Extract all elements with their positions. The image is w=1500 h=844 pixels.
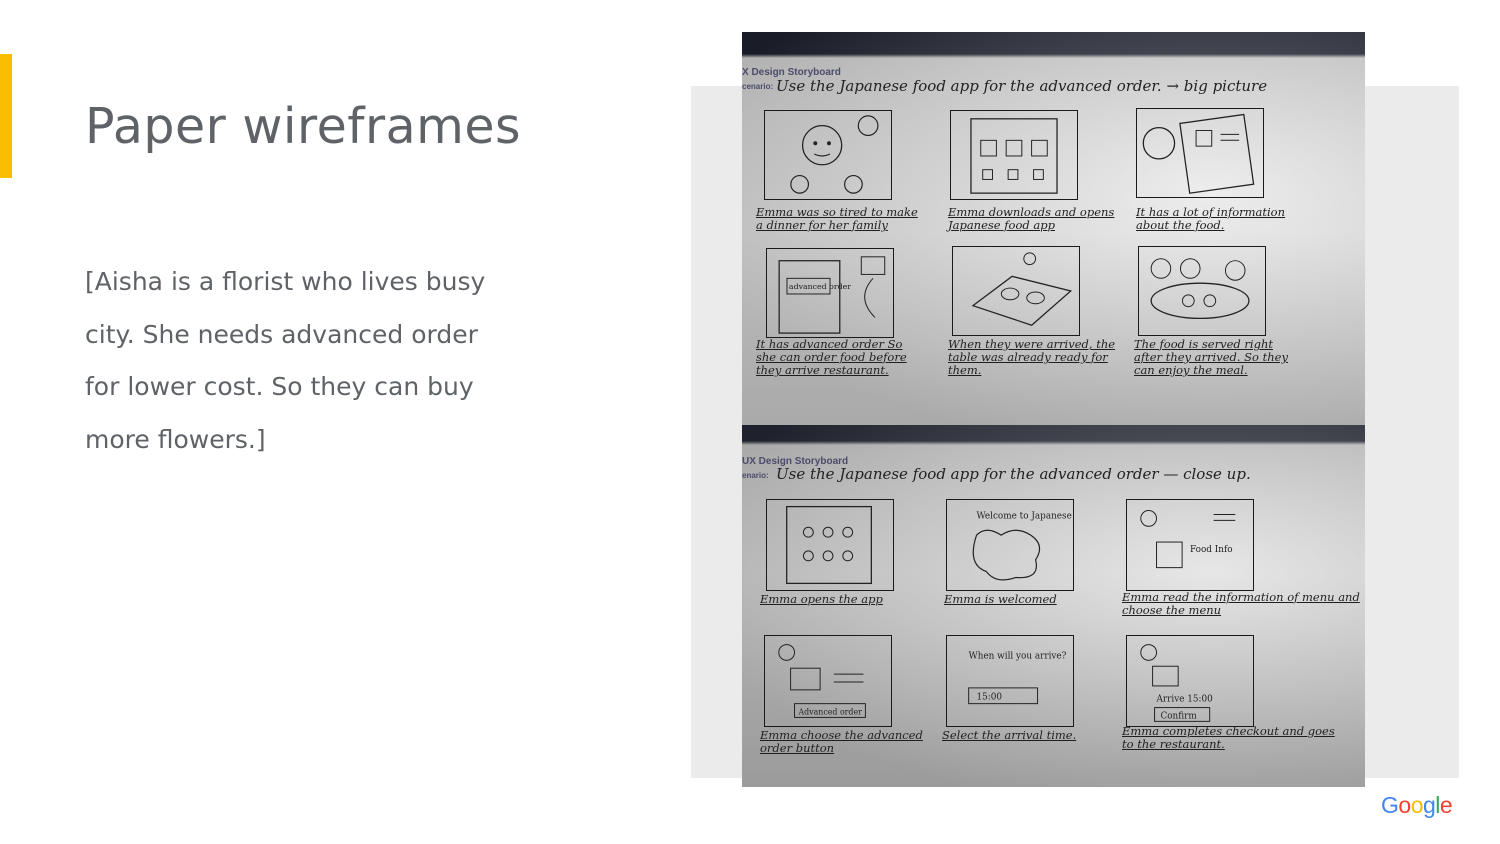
frame-note: Food Info	[1190, 545, 1233, 555]
scenario-text: Use the Japanese food app for the advanc…	[776, 77, 1268, 95]
sketch-frame-tired	[764, 110, 892, 200]
sketch-drawing: Advanced order	[778, 644, 866, 718]
logo-letter: o	[1398, 792, 1411, 818]
caption: Emma was so tired to make a dinner for h…	[756, 205, 918, 232]
caption: Emma is welcomed	[944, 592, 1057, 606]
sketch-drawing	[786, 505, 872, 585]
caption: The food is served right after they arri…	[1134, 337, 1288, 377]
frame-note: Arrive 15:00	[1156, 695, 1214, 705]
sketch-frame-order-button: Advanced order	[764, 635, 892, 727]
frame-note: Advanced order	[797, 707, 862, 716]
frame-note: 15:00	[977, 693, 1003, 703]
logo-letter: G	[1381, 792, 1399, 818]
storyboard-sheet-bottom: UX Design Storyboard enario: Use the Jap…	[742, 425, 1365, 787]
sketch-drawing: Welcome to Japanese Food	[972, 511, 1073, 581]
sketch-frame-advanced-order: advanced order	[766, 248, 894, 338]
sketch-drawing	[970, 118, 1058, 194]
sketch-drawing: advanced order	[778, 256, 886, 334]
frame-note: Welcome to Japanese Food	[977, 511, 1073, 521]
caption: Emma opens the app	[760, 592, 883, 606]
caption: Emma read the information of menu and ch…	[1122, 590, 1360, 617]
sketch-drawing	[1150, 258, 1250, 320]
storyboard-sheet-top: X Design Storyboard cenario: Use the Jap…	[742, 32, 1365, 425]
sketch-frame-confirm: Arrive 15:00 Confirm	[1126, 635, 1254, 727]
sketch-frame-welcome: Welcome to Japanese Food	[946, 499, 1074, 591]
sketch-frame-arrival-time: When will you arrive? 15:00	[946, 635, 1074, 727]
caption: It has a lot of information about the fo…	[1136, 205, 1286, 232]
storyboard-photo: X Design Storyboard cenario: Use the Jap…	[742, 32, 1365, 787]
caption: Emma completes checkout and goes to the …	[1122, 724, 1335, 751]
caption: When they were arrived, the table was al…	[948, 337, 1116, 377]
scenario-label: cenario:	[742, 82, 774, 91]
storyboard-header: UX Design Storyboard	[742, 456, 849, 467]
sketch-frame-table	[952, 246, 1080, 336]
storyboard-header: X Design Storyboard	[742, 67, 841, 78]
caption: Emma choose the advanced order button	[760, 728, 923, 755]
logo-letter: l	[1435, 792, 1440, 818]
google-logo: Google	[1381, 792, 1453, 819]
sketch-drawing	[971, 252, 1073, 326]
scenario-text: Use the Japanese food app for the advanc…	[776, 465, 1251, 483]
sketch-frame-info	[1136, 108, 1264, 198]
sketch-drawing	[790, 115, 879, 194]
logo-letter: o	[1410, 792, 1424, 818]
sketch-drawing: When will you arrive? 15:00	[968, 651, 1067, 705]
frame-note: Confirm	[1160, 711, 1197, 721]
accent-bar	[0, 54, 12, 178]
sketch-drawing: Arrive 15:00 Confirm	[1140, 644, 1214, 722]
caption: It has advanced order So she can order f…	[756, 337, 907, 377]
sketch-frame-served	[1138, 246, 1266, 336]
sketch-frame-food-info: Food Info	[1126, 499, 1254, 591]
slide-body-text: [Aisha is a florist who lives busy city.…	[85, 267, 486, 454]
scenario-label: enario:	[742, 471, 769, 480]
slide-title: Paper wireframes	[85, 98, 522, 155]
sketch-drawing	[1142, 113, 1255, 194]
logo-letter: e	[1439, 792, 1453, 818]
caption: Emma downloads and opens Japanese food a…	[948, 205, 1115, 232]
frame-note: When will you arrive?	[969, 651, 1067, 661]
sketch-drawing: Food Info	[1140, 510, 1236, 569]
sketch-frame-open-app	[766, 499, 894, 591]
sketch-frame-download	[950, 110, 1078, 200]
logo-letter: g	[1422, 792, 1436, 818]
frame-note: advanced order	[789, 282, 851, 291]
caption: Select the arrival time.	[942, 728, 1077, 742]
